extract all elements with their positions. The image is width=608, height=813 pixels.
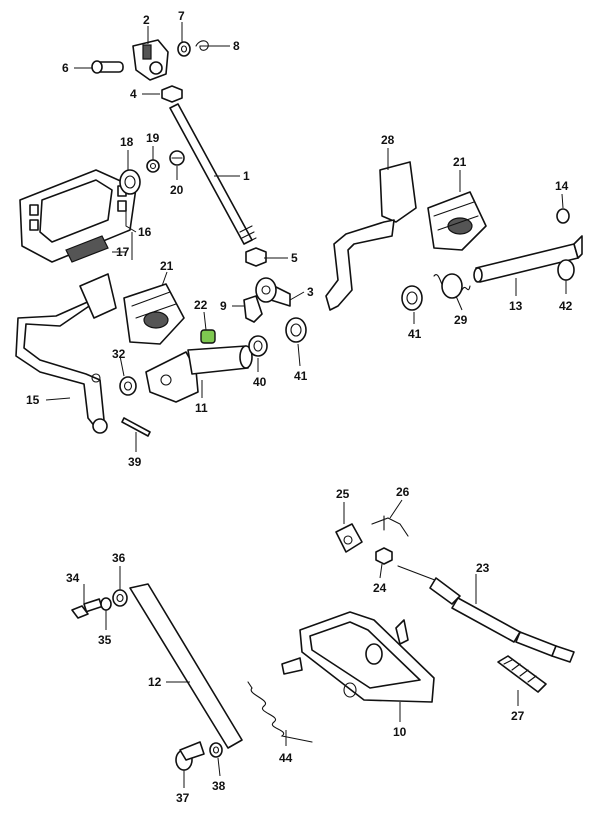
callout-8: 8 (233, 39, 240, 53)
part-2-clevis[interactable] (132, 39, 169, 81)
part-26-clip[interactable] (371, 515, 409, 537)
part-41-bushing-left[interactable] (285, 317, 307, 343)
part-10-bracket[interactable] (281, 611, 435, 703)
callout-39: 39 (128, 455, 142, 469)
part-32-bushing[interactable] (119, 376, 137, 396)
part-37-bolt[interactable] (175, 741, 205, 771)
part-42-bushing[interactable] (557, 259, 575, 281)
part-38-washer[interactable] (209, 742, 223, 758)
callout-3: 3 (307, 285, 314, 299)
part-27-spring[interactable] (497, 655, 547, 693)
callout-15: 15 (26, 393, 40, 407)
callout-labels: 2 7 8 6 4 1 5 3 9 18 19 20 16 17 21 22 3… (26, 9, 573, 805)
part-21-pedal-pad-right[interactable] (427, 191, 487, 251)
part-28-clutch-pedal[interactable] (325, 161, 417, 311)
part-4-nut[interactable] (161, 85, 183, 103)
part-19-washer[interactable] (146, 159, 160, 173)
callout-26: 26 (396, 485, 410, 499)
part-9-clip[interactable] (243, 295, 263, 323)
part-3-eye-bolt[interactable] (255, 277, 291, 307)
callout-2: 2 (143, 13, 150, 27)
callout-41-right: 41 (408, 327, 422, 341)
callout-9: 9 (220, 299, 227, 313)
callout-24: 24 (373, 581, 387, 595)
part-12-link-bar[interactable] (129, 583, 243, 749)
callout-42: 42 (559, 299, 573, 313)
part-15-brake-pedal[interactable] (15, 273, 117, 434)
part-35-washer[interactable] (100, 597, 112, 611)
callout-25: 25 (336, 487, 350, 501)
leader-lines (45, 22, 567, 788)
callout-14: 14 (555, 179, 569, 193)
callout-1: 1 (243, 169, 250, 183)
callout-22: 22 (194, 298, 208, 312)
part-13-shaft[interactable] (473, 235, 583, 283)
callout-32: 32 (112, 347, 126, 361)
part-23-cable[interactable] (397, 565, 575, 663)
part-6-pin[interactable] (91, 60, 124, 74)
part-39-pin[interactable] (121, 417, 151, 437)
callout-16: 16 (138, 225, 152, 239)
callout-38: 38 (212, 779, 226, 793)
part-8-clip[interactable] (195, 40, 219, 51)
part-22-bushing[interactable] (200, 329, 216, 344)
callout-17: 17 (116, 245, 130, 259)
part-1-rod[interactable] (169, 103, 257, 245)
part-40-bushing[interactable] (248, 335, 268, 357)
part-14-screw[interactable] (556, 208, 570, 224)
part-17-pad-strip[interactable] (65, 235, 109, 263)
part-21-pedal-pad-left[interactable] (123, 283, 185, 345)
part-44-spring[interactable] (247, 681, 313, 743)
callout-20: 20 (170, 183, 184, 197)
callout-18: 18 (120, 135, 134, 149)
part-11-shaft-assembly[interactable] (145, 345, 253, 403)
callout-6: 6 (62, 61, 69, 75)
callout-41-left: 41 (294, 369, 308, 383)
callout-21-left: 21 (160, 259, 174, 273)
callout-12: 12 (148, 675, 162, 689)
part-7-washer[interactable] (177, 41, 191, 57)
callout-40: 40 (253, 375, 267, 389)
callout-13: 13 (509, 299, 523, 313)
part-36-washer[interactable] (112, 589, 128, 607)
callout-19: 19 (146, 131, 160, 145)
part-5-nut[interactable] (245, 247, 267, 267)
part-25-clevis[interactable] (335, 523, 363, 553)
callout-7: 7 (178, 9, 185, 23)
callout-36: 36 (112, 551, 126, 565)
callout-44: 44 (279, 751, 293, 765)
part-18-cap[interactable] (119, 169, 141, 195)
callout-35: 35 (98, 633, 112, 647)
callout-37: 37 (176, 791, 190, 805)
callout-5: 5 (291, 251, 298, 265)
callout-10: 10 (393, 725, 407, 739)
part-20-screw[interactable] (169, 150, 185, 166)
part-24-nut[interactable] (375, 547, 393, 565)
callout-29: 29 (454, 313, 468, 327)
callout-11: 11 (195, 401, 208, 415)
callout-34: 34 (66, 571, 80, 585)
callout-23: 23 (476, 561, 490, 575)
part-29-spring[interactable] (433, 273, 471, 299)
callout-27: 27 (511, 709, 525, 723)
callout-28: 28 (381, 133, 395, 147)
part-34-bolt[interactable] (71, 598, 103, 619)
callout-21-right: 21 (453, 155, 467, 169)
callout-4: 4 (130, 87, 137, 101)
part-41-bushing-right[interactable] (401, 285, 423, 311)
